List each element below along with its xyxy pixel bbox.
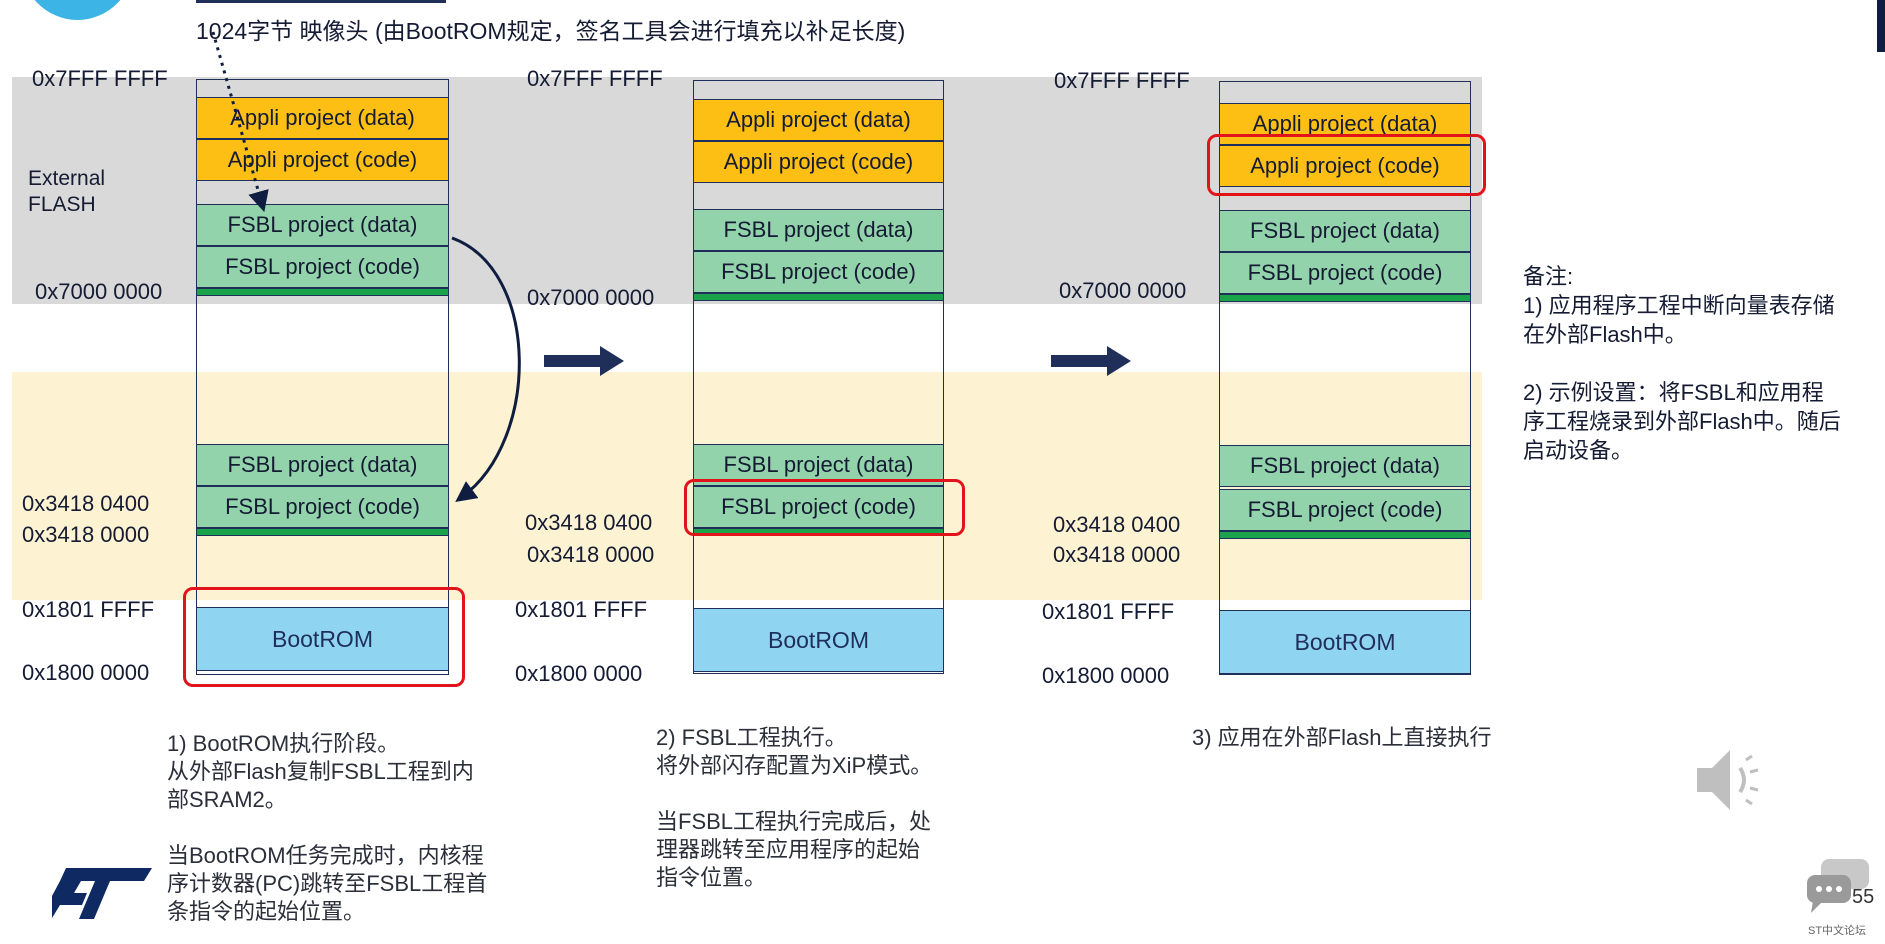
memory-map-frame <box>196 79 449 675</box>
block-appli-data: Appli project (data) <box>693 99 944 141</box>
block-fsbl-code-ram: FSBL project (code) <box>693 486 944 528</box>
image-header-pointer <box>211 31 269 213</box>
image-header-title: 1024字节 映像头 (由BootROM规定，签名工具会进行填充以补足长度) <box>196 18 906 44</box>
speaker-icon[interactable] <box>1692 740 1772 820</box>
step-arrow-1 <box>544 346 624 376</box>
ext-boundary-line <box>693 293 944 301</box>
block-bootrom: BootROM <box>693 608 944 672</box>
ram-boundary-line <box>196 528 449 536</box>
block-fsbl-code-ext: FSBL project (code) <box>1219 252 1471 294</box>
addr-rom-top: 0x1801 FFFF <box>22 597 155 622</box>
addr-rom-top: 0x1801 FFFF <box>515 597 648 622</box>
addr-rom-top: 0x1801 FFFF <box>1042 599 1175 624</box>
copy-fsbl-arrow <box>451 236 521 502</box>
addr-ext-base: 0x7000 0000 <box>527 285 655 310</box>
addr-ram-000: 0x3418 0000 <box>22 522 150 547</box>
block-appli-code: Appli project (code) <box>693 141 944 183</box>
addr-ram-000: 0x3418 0000 <box>527 542 655 567</box>
external-flash-label: External FLASH <box>28 167 106 216</box>
addr-top: 0x7FFF FFFF <box>527 66 663 91</box>
forum-chat-icon[interactable] <box>1803 857 1873 917</box>
block-appli-code: Appli project (code) <box>1219 145 1471 187</box>
ram-boundary-line <box>1219 531 1471 539</box>
step3-caption: 3) 应用在外部Flash上直接执行 <box>1192 725 1492 750</box>
addr-ext-base: 0x7000 0000 <box>35 279 163 304</box>
addr-ram-400: 0x3418 0400 <box>1053 512 1181 537</box>
highlight-appli-code <box>1207 134 1486 196</box>
ext-boundary-line <box>1219 294 1471 302</box>
addr-ram-400: 0x3418 0400 <box>22 491 150 516</box>
block-appli-data: Appli project (data) <box>1219 103 1471 145</box>
addr-ram-400: 0x3418 0400 <box>525 510 653 535</box>
addr-rom-base: 0x1800 0000 <box>1042 663 1170 688</box>
block-bootrom: BootROM <box>196 607 449 671</box>
right-edge-bar <box>1877 0 1885 52</box>
addr-ext-base: 0x7000 0000 <box>1059 278 1187 303</box>
block-fsbl-data-ext: FSBL project (data) <box>693 209 944 251</box>
highlight-fsbl-code <box>684 479 965 536</box>
block-fsbl-code-ram: FSBL project (code) <box>1219 489 1471 531</box>
addr-top: 0x7FFF FFFF <box>32 66 168 91</box>
step1-caption: 1) BootROM执行阶段。 从外部Flash复制FSBL工程到内 部SRAM… <box>167 731 488 924</box>
highlight-bootrom <box>183 587 465 687</box>
block-fsbl-data-ext: FSBL project (data) <box>196 204 449 246</box>
block-fsbl-code-ram: FSBL project (code) <box>196 486 449 528</box>
block-appli-code: Appli project (code) <box>196 139 449 181</box>
block-fsbl-data-ram: FSBL project (data) <box>196 444 449 486</box>
title-underline <box>196 0 446 3</box>
addr-rom-base: 0x1800 0000 <box>22 660 150 685</box>
forum-label: ST中文论坛 <box>1808 925 1867 937</box>
addr-top: 0x7FFF FFFF <box>1054 68 1190 93</box>
addr-ram-000: 0x3418 0000 <box>1053 542 1181 567</box>
page-number: 55 <box>1852 886 1875 908</box>
block-bootrom: BootROM <box>1219 610 1471 674</box>
block-fsbl-code-ext: FSBL project (code) <box>693 251 944 293</box>
st-logo: ST <box>52 868 152 919</box>
step2-caption: 2) FSBL工程执行。 将外部闪存配置为XiP模式。 当FSBL工程执行完成后… <box>656 725 933 890</box>
addr-rom-base: 0x1800 0000 <box>515 661 643 686</box>
memory-map-frame <box>693 80 944 674</box>
step-arrow-2 <box>1051 346 1131 376</box>
block-fsbl-data-ext: FSBL project (data) <box>1219 210 1471 252</box>
block-fsbl-code-ext: FSBL project (code) <box>196 246 449 288</box>
notes-text: 备注: 1) 应用程序工程中断向量表存储 在外部Flash中。 2) 示例设置：… <box>1523 264 1841 463</box>
block-fsbl-data-ram: FSBL project (data) <box>1219 445 1471 487</box>
memory-map-frame <box>1219 81 1471 675</box>
ext-boundary-line <box>196 288 449 296</box>
